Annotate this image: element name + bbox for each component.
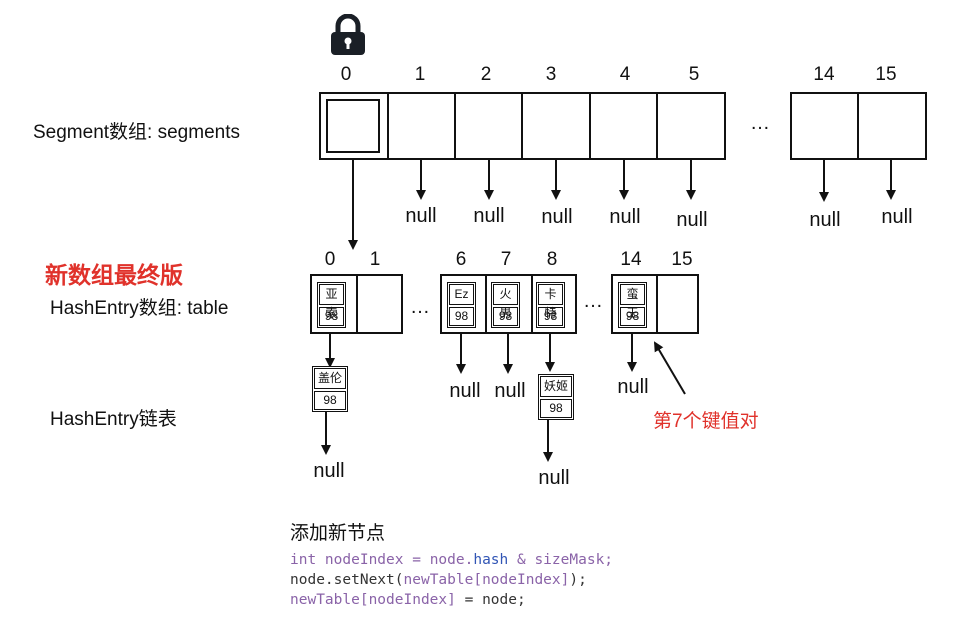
entry-hash: 98 [540, 399, 572, 418]
divider [531, 274, 533, 334]
entry-hash: 98 [449, 307, 474, 326]
segment-cell-15 [857, 92, 927, 160]
segment-cell-3 [521, 92, 591, 160]
entry-hash: 98 [493, 307, 518, 326]
null-seg1: null [405, 205, 437, 227]
segments-label: Segment数组: segments [33, 122, 240, 143]
table-group-6-8 [440, 274, 577, 334]
code-text: newTable[nodeIndex] [290, 592, 456, 608]
entry-ez: Ez 98 [447, 282, 476, 328]
segment-cell-4 [589, 92, 658, 160]
table-index-15: 15 [671, 249, 693, 270]
chain-label: HashEntry链表 [50, 409, 177, 430]
table-index-1: 1 [369, 249, 381, 270]
entry-manwang: 蛮王 98 [618, 282, 647, 328]
code-line-1: int nodeIndex = node.hash & sizeMask; [290, 550, 613, 570]
segment-index-14: 14 [813, 64, 835, 85]
segment-index-5: 5 [688, 64, 700, 85]
entry-key: 妖姬 [540, 376, 572, 397]
entry-key: 火男 [493, 284, 518, 320]
segment-index-15: 15 [875, 64, 897, 85]
segment-index-1: 1 [414, 64, 426, 85]
table-label: HashEntry数组: table [50, 298, 229, 319]
segment-cell-2 [454, 92, 523, 160]
entry-yaoji: 妖姬 98 [538, 374, 574, 420]
code-text: newTable[nodeIndex] [403, 572, 570, 588]
table-index-6: 6 [455, 249, 467, 270]
entry-key: 卡特 [538, 284, 563, 320]
entry-hash: 98 [319, 307, 344, 326]
divider [356, 274, 358, 334]
entry-hash: 98 [620, 307, 645, 326]
table-index-7: 7 [500, 249, 512, 270]
segment-index-0: 0 [340, 64, 352, 85]
null-seg15: null [881, 206, 913, 228]
segment-0-inner [326, 99, 380, 153]
segment-cell-14 [790, 92, 859, 160]
null-seg14: null [809, 209, 841, 231]
divider [656, 274, 658, 334]
code-line-3: newTable[nodeIndex] = node; [290, 590, 526, 610]
arrow-note-manwang [653, 341, 686, 395]
table-ellipsis-2: … [583, 290, 603, 312]
new-array-title: 新数组最终版 [45, 262, 183, 288]
entry-hash: 98 [538, 307, 563, 326]
null-ez: null [449, 380, 481, 402]
entry-key: 亚索 [319, 284, 344, 320]
code-text: ); [569, 572, 587, 588]
table-group-14-15 [611, 274, 699, 334]
segment-index-4: 4 [619, 64, 631, 85]
segment-index-2: 2 [480, 64, 492, 85]
null-seg3: null [541, 206, 573, 228]
entry-key: 蛮王 [620, 284, 645, 320]
seventh-pair-note: 第7个键值对 [653, 411, 759, 432]
segment-cell-5 [656, 92, 726, 160]
segment-cell-0 [319, 92, 389, 160]
entry-hash: 98 [314, 391, 346, 410]
null-seg5: null [676, 209, 708, 231]
code-text: nodeIndex = node. [316, 552, 474, 568]
table-index-8: 8 [546, 249, 558, 270]
entry-yasuo: 亚索 98 [317, 282, 346, 328]
entry-huonan: 火男 98 [491, 282, 520, 328]
table-index-0: 0 [324, 249, 336, 270]
table-index-14: 14 [620, 249, 642, 270]
code-text: = node; [455, 592, 526, 608]
null-yaoji: null [538, 467, 570, 489]
entry-key: Ez [449, 284, 474, 305]
null-seg4: null [609, 206, 641, 228]
segment-index-3: 3 [545, 64, 557, 85]
segments-ellipsis: … [750, 112, 770, 134]
table-group-0-1 [310, 274, 403, 334]
entry-gailun: 盖伦 98 [312, 366, 348, 412]
table-ellipsis-1: … [410, 296, 430, 318]
divider [485, 274, 487, 334]
code-title: 添加新节点 [290, 523, 386, 544]
code-keyword: int [290, 552, 317, 568]
entry-key: 盖伦 [314, 368, 346, 389]
null-manwang: null [617, 376, 649, 398]
null-gailun: null [313, 460, 345, 482]
entry-kate: 卡特 98 [536, 282, 565, 328]
segment-cell-1 [387, 92, 456, 160]
code-line-2: node.setNext(newTable[nodeIndex]); [290, 570, 587, 590]
code-text: & sizeMask; [508, 552, 614, 568]
code-field: hash [473, 552, 509, 568]
lock-icon [331, 14, 365, 55]
null-huonan: null [494, 380, 526, 402]
null-seg2: null [473, 205, 505, 227]
code-text: node.setNext( [290, 572, 404, 588]
